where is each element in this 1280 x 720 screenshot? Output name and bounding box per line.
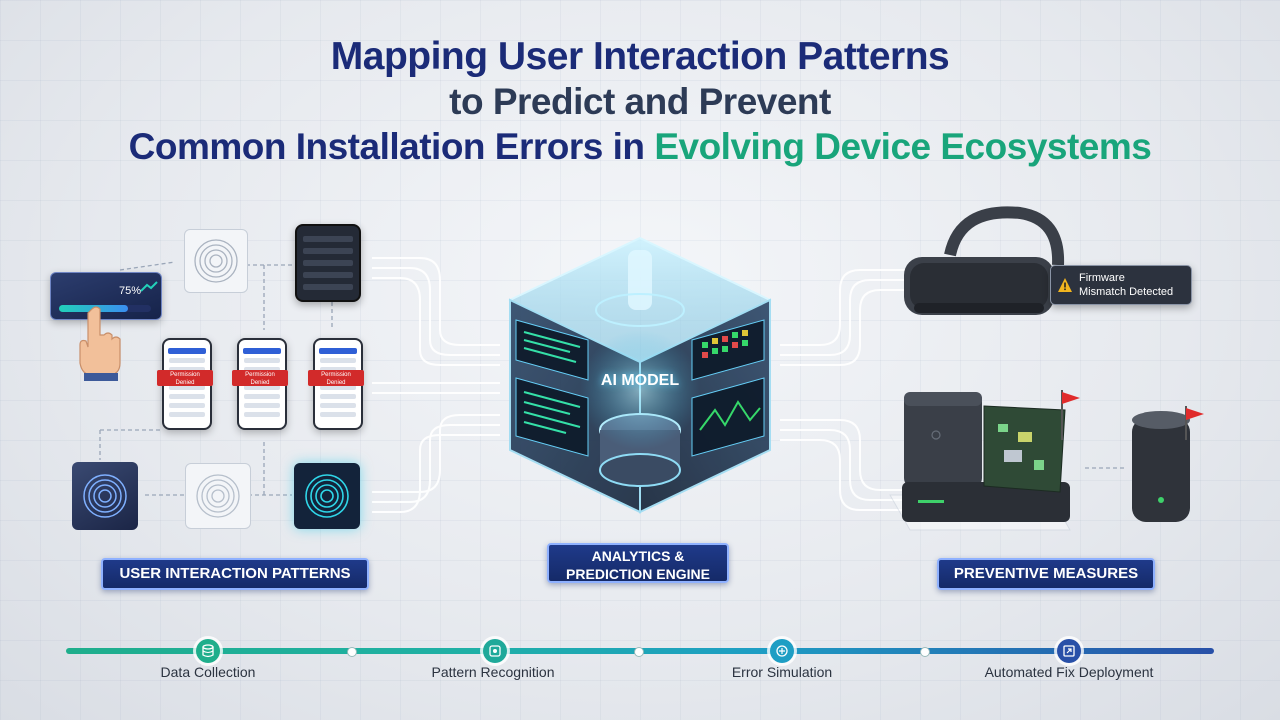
timeline-node-pattern-recognition [483, 639, 507, 663]
title-line-2: to Predict and Prevent [449, 81, 831, 122]
hand-pointer-icon [79, 306, 121, 381]
fingerprint-dark-tile [72, 462, 138, 530]
dark-phone-settings [295, 224, 361, 302]
timeline-label-automated-fix: Automated Fix Deployment [984, 664, 1154, 680]
timeline-label-error-simulation: Error Simulation [731, 664, 833, 680]
progress-percent: 75% [119, 285, 142, 297]
page-title: Mapping User Interaction Patterns to Pre… [0, 34, 1280, 170]
warning-icon [1058, 278, 1072, 292]
section-label-user-interaction: USER INTERACTION PATTERNS [101, 558, 369, 590]
vr-headset-icon [904, 206, 1065, 315]
timeline-label-pattern-recognition: Pattern Recognition [431, 664, 555, 680]
deploy-icon [1063, 645, 1075, 657]
device-ecosystem-hardware [889, 390, 1204, 531]
pattern-icon [489, 645, 501, 657]
title-line-3-main: Common Installation Errors in [128, 126, 655, 167]
section-label-analytics: ANALYTICS & PREDICTION ENGINE [547, 543, 729, 583]
progress-check-icon [140, 281, 158, 292]
timeline-label-data-collection: Data Collection [160, 664, 256, 680]
simulation-icon [776, 645, 788, 657]
warning-text-line-1: Firmware [1079, 272, 1125, 284]
timeline-node-error-simulation [770, 639, 794, 663]
timeline-node-automated-fix [1057, 639, 1081, 663]
fingerprint-icon [83, 474, 127, 518]
ai-model-label: AI MODEL [600, 372, 680, 389]
warning-text-line-2: Mismatch Detected [1079, 286, 1174, 298]
fingerprint-glow-tile [294, 463, 360, 529]
timeline-dot [347, 647, 357, 657]
timeline-dot [920, 647, 930, 657]
fingerprint-icon [194, 239, 238, 283]
firmware-warning-card: Firmware Mismatch Detected [1050, 265, 1192, 305]
database-icon [202, 644, 214, 658]
title-line-3-accent: Evolving Device Ecosystems [654, 126, 1152, 167]
section-label-preventive: PREVENTIVE MEASURES [937, 558, 1155, 590]
fingerprint-light-tile-bottom [185, 463, 251, 529]
ai-model-cube [507, 236, 773, 514]
timeline-node-data-collection [196, 639, 220, 663]
title-line-3: Common Installation Errors in Evolving D… [0, 124, 1280, 170]
fingerprint-icon [305, 474, 349, 518]
fingerprint-light-tile-top [184, 229, 248, 293]
fingerprint-icon [196, 474, 240, 518]
timeline-dot [634, 647, 644, 657]
title-line-1: Mapping User Interaction Patterns [330, 35, 950, 78]
